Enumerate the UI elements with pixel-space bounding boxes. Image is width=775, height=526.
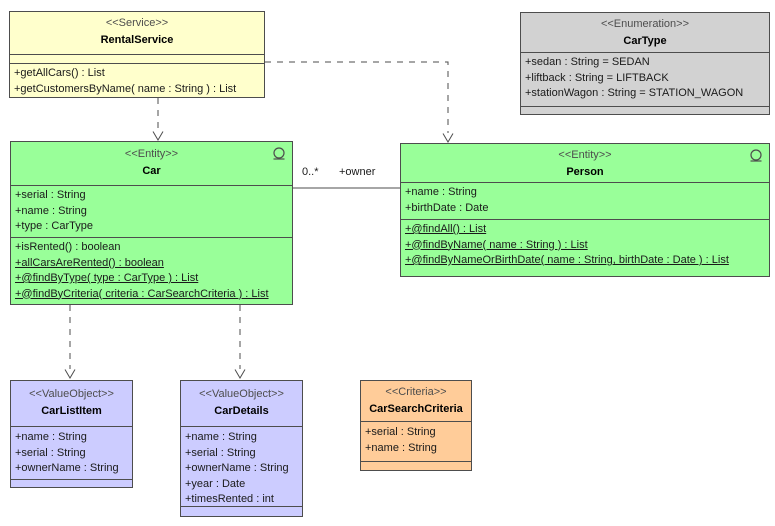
attributes-compartment: +name : String +birthDate : Date xyxy=(401,182,769,219)
class-cardetails: <<ValueObject>> CarDetails +name : Strin… xyxy=(180,380,303,517)
dependency-line-rentalservice-person xyxy=(265,61,449,133)
operations-compartment xyxy=(361,461,471,470)
class-rentalservice: <<Service>> RentalService +getAllCars() … xyxy=(9,11,265,98)
operation: +getAllCars() : List xyxy=(14,67,105,79)
class-title: <<Enumeration>> CarType xyxy=(521,13,769,52)
operation: +allCarsAreRented() : boolean xyxy=(15,256,164,269)
operation: +@findByType( type : CarType ) : List xyxy=(15,272,199,284)
association-multiplicity-label: 0..* xyxy=(302,166,319,178)
class-title: <<Entity>> Car xyxy=(11,142,292,185)
class-title: <<Entity>> Person xyxy=(401,144,769,182)
attribute: +name : String xyxy=(365,441,437,454)
attributes-compartment: +serial : String +name : String xyxy=(361,421,471,461)
attribute: +serial : String xyxy=(185,446,256,459)
attribute: +name : String xyxy=(15,431,87,443)
attribute: +name : String xyxy=(15,204,87,217)
class-title: <<Criteria>> CarSearchCriteria xyxy=(361,381,471,421)
attribute: +year : Date xyxy=(185,477,246,490)
class-title: <<ValueObject>> CarListItem xyxy=(11,381,132,426)
attribute: +serial : String xyxy=(365,426,436,438)
attribute: +stationWagon : String = STATION_WAGON xyxy=(525,87,744,99)
class-name: Car xyxy=(142,165,161,177)
dependency-arrowhead-icon xyxy=(234,369,246,379)
operation: +@findAll() : List xyxy=(405,223,487,235)
operation: +@findByNameOrBirthDate( name : String, … xyxy=(405,254,729,266)
class-stereotype: <<Enumeration>> xyxy=(600,18,690,30)
attributes-compartment: +serial : String +name : String +type : … xyxy=(11,185,292,237)
class-stereotype: <<Criteria>> xyxy=(385,386,447,398)
operations-compartment xyxy=(521,106,769,114)
attribute: +name : String xyxy=(185,431,257,443)
class-cartype: <<Enumeration>> CarType +sedan : String … xyxy=(520,12,770,115)
operations-compartment: +isRented() : boolean +allCarsAreRented(… xyxy=(11,237,292,304)
operation: +@findByCriteria( criteria : CarSearchCr… xyxy=(15,287,269,300)
dependency-arrowhead-icon xyxy=(442,133,454,143)
attributes-compartment: +name : String +serial : String +ownerNa… xyxy=(11,426,132,479)
attribute: +sedan : String = SEDAN xyxy=(525,56,650,68)
operations-compartment: +@findAll() : List +@findByName( name : … xyxy=(401,219,769,276)
class-stereotype: <<Entity>> xyxy=(124,148,179,160)
class-car: <<Entity>> Car +serial : String +name : … xyxy=(10,141,293,305)
class-stereotype: <<Entity>> xyxy=(558,149,612,161)
class-title: <<Service>> RentalService xyxy=(10,12,264,54)
class-name: Person xyxy=(566,166,604,178)
attributes-compartment: +name : String +serial : String +ownerNa… xyxy=(181,426,302,506)
attribute: +name : String xyxy=(405,186,477,198)
dependency-arrowhead-icon xyxy=(152,131,164,141)
association-role-label: +owner xyxy=(339,166,376,178)
operations-compartment: +getAllCars() : List +getCustomersByName… xyxy=(10,63,264,97)
operation: +getCustomersByName( name : String ) : L… xyxy=(14,82,237,95)
class-carlistitem: <<ValueObject>> CarListItem +name : Stri… xyxy=(10,380,133,488)
operations-compartment xyxy=(11,479,132,487)
attribute: +ownerName : String xyxy=(185,462,289,474)
class-stereotype: <<ValueObject>> xyxy=(29,388,114,400)
class-stereotype: <<Service>> xyxy=(105,17,169,29)
attribute: +ownerName : String xyxy=(15,462,119,474)
operation: +isRented() : boolean xyxy=(15,241,121,253)
attribute: +timesRented : int xyxy=(185,493,274,505)
attributes-compartment: +sedan : String = SEDAN +liftback : Stri… xyxy=(521,52,769,106)
class-carsearchcriteria: <<Criteria>> CarSearchCriteria +serial :… xyxy=(360,380,472,471)
operations-compartment xyxy=(181,506,302,516)
attribute: +type : CarType xyxy=(15,220,93,232)
entity-icon xyxy=(273,147,285,160)
attribute: +serial : String xyxy=(15,446,86,459)
operation: +@findByName( name : String ) : List xyxy=(405,238,588,251)
class-name: CarType xyxy=(623,35,667,47)
attribute: +liftback : String = LIFTBACK xyxy=(525,71,669,84)
attribute: +birthDate : Date xyxy=(405,201,489,214)
class-title: <<ValueObject>> CarDetails xyxy=(181,381,302,426)
attributes-compartment xyxy=(10,54,264,63)
class-name: CarDetails xyxy=(214,405,269,417)
class-name: RentalService xyxy=(100,34,174,46)
class-person: <<Entity>> Person +name : String +birthD… xyxy=(400,143,770,277)
class-stereotype: <<ValueObject>> xyxy=(199,388,284,400)
entity-icon xyxy=(750,149,762,162)
class-name: CarListItem xyxy=(41,405,102,417)
class-name: CarSearchCriteria xyxy=(369,403,463,415)
attribute: +serial : String xyxy=(15,189,86,201)
dependency-arrowhead-icon xyxy=(64,369,76,379)
